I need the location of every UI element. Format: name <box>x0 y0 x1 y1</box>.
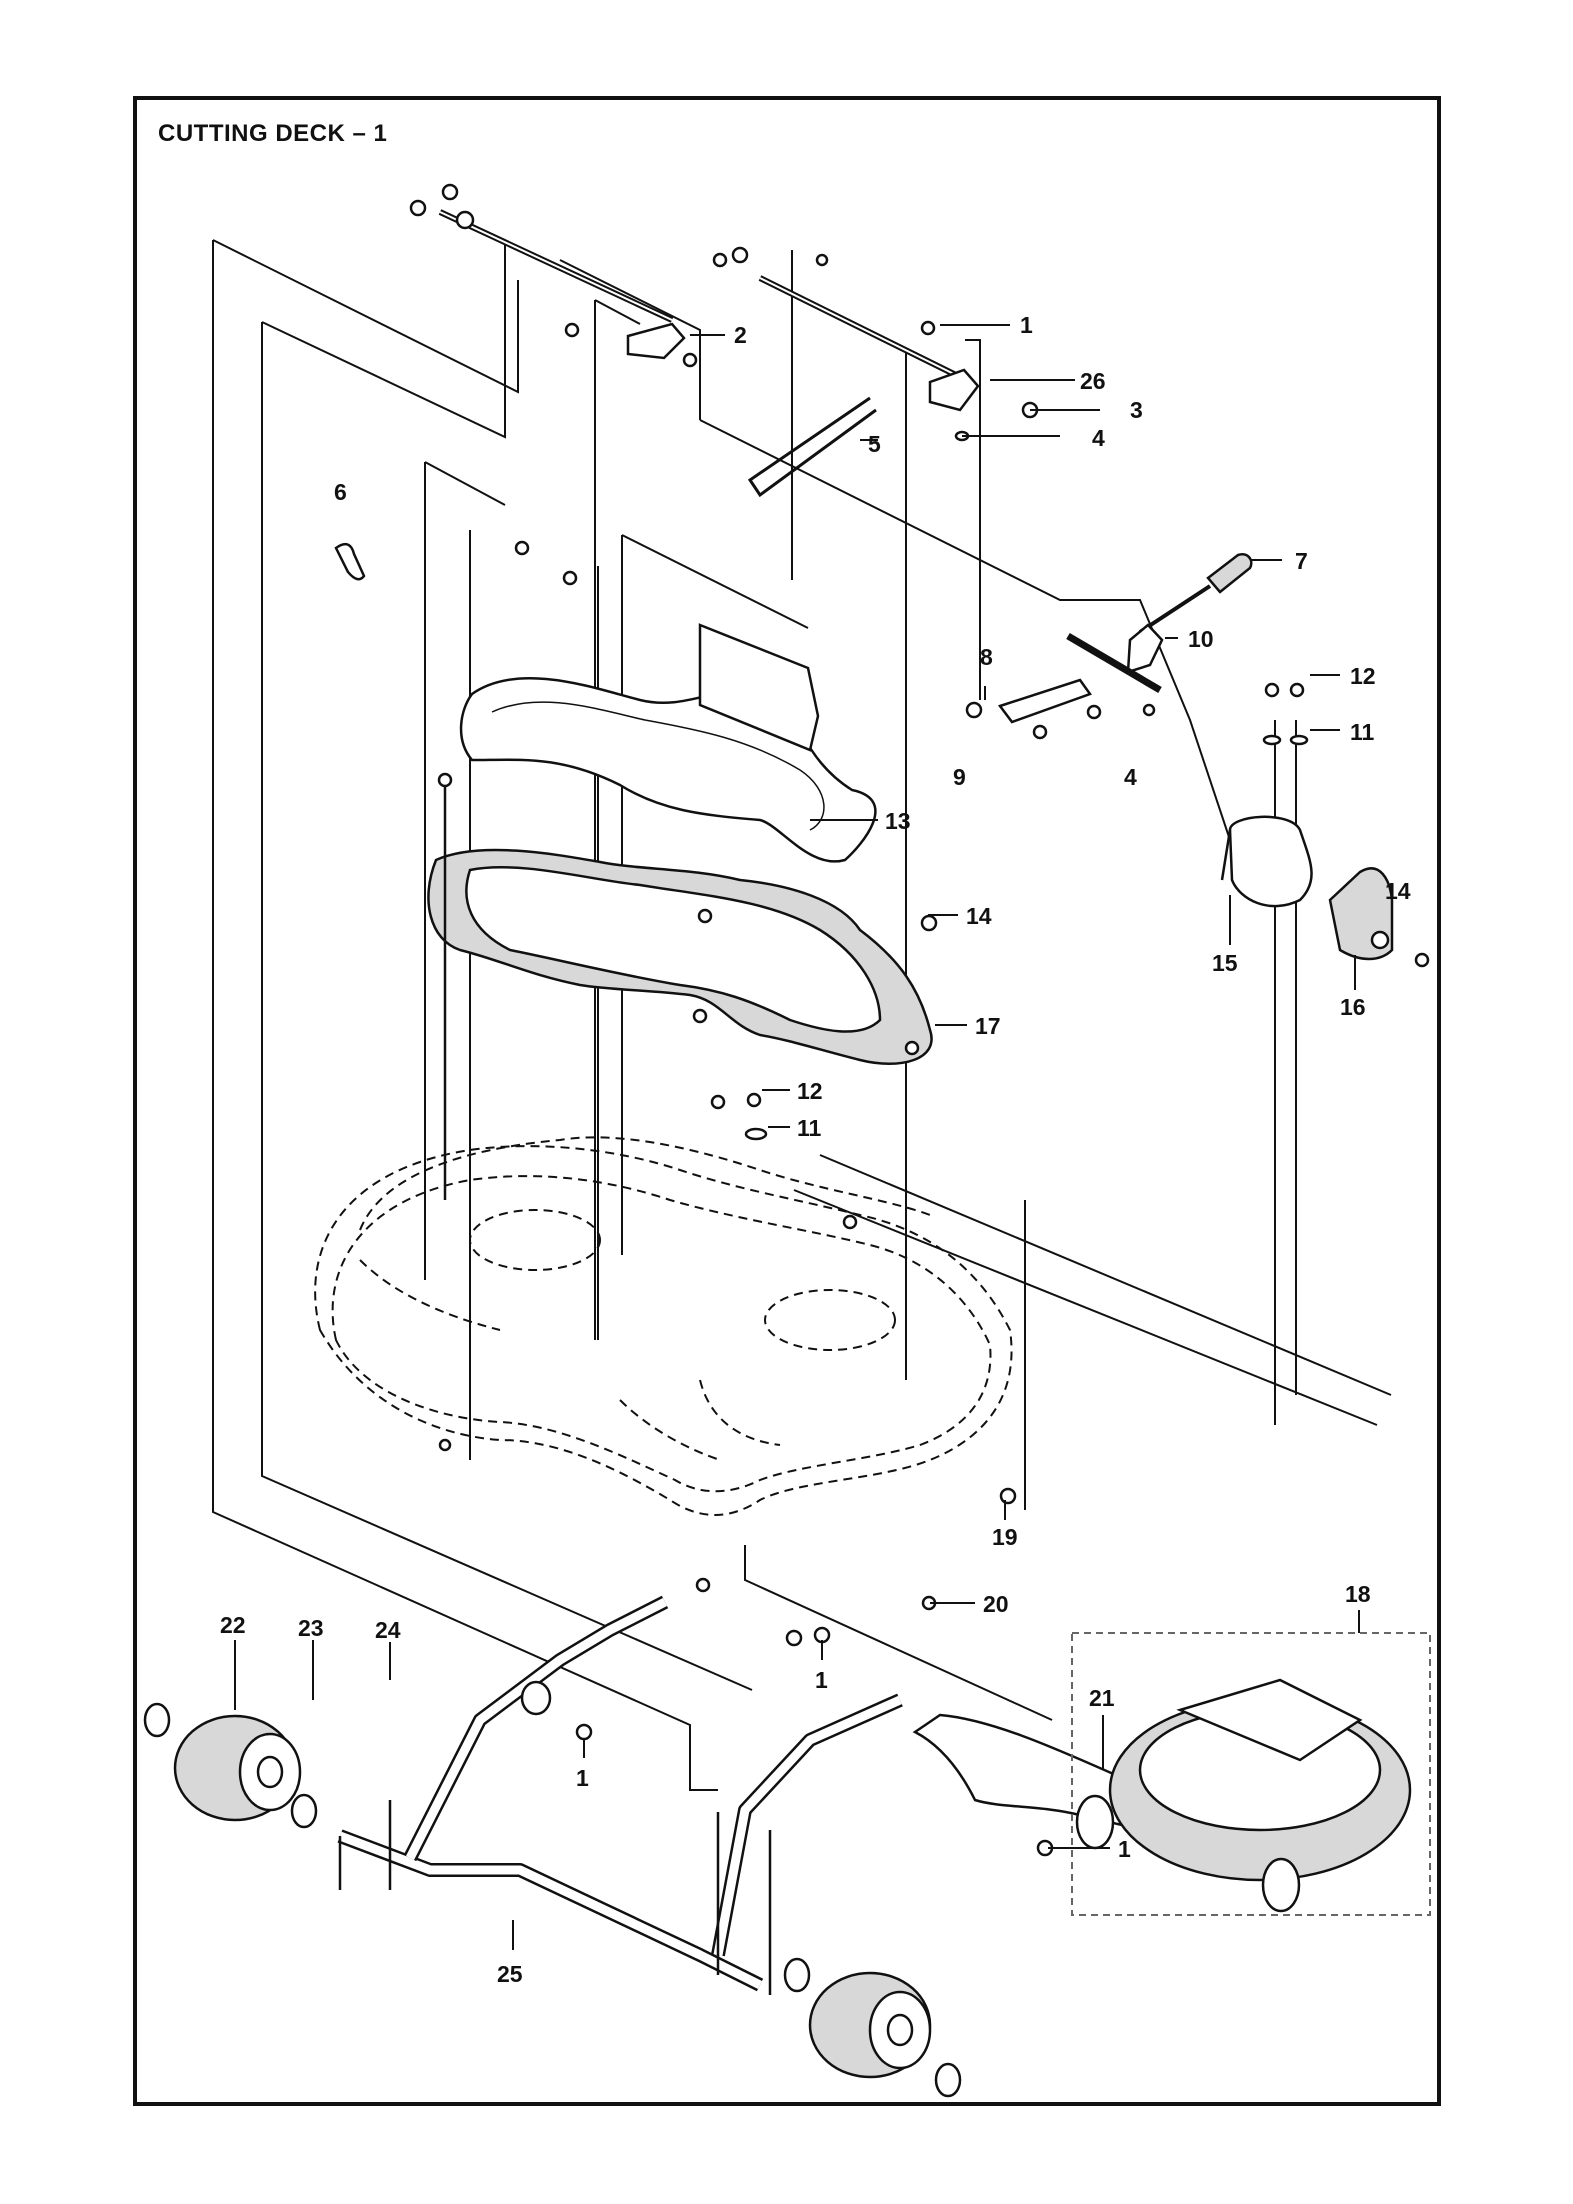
bracket-part-26 <box>928 368 980 412</box>
callout-4: 4 <box>1092 425 1105 451</box>
callout-21: 21 <box>1089 1685 1115 1711</box>
lift-linkage <box>409 183 1039 498</box>
bolt-icon <box>441 183 459 201</box>
bolt-icon <box>409 199 427 217</box>
nut-icon <box>1142 703 1156 717</box>
washer-icon <box>744 1127 768 1141</box>
callout-4: 4 <box>1124 764 1137 790</box>
callout-15: 15 <box>1212 950 1238 976</box>
clip-part-6 <box>334 542 366 581</box>
bracket-part-2 <box>626 322 686 360</box>
callout-11: 11 <box>797 1115 822 1141</box>
nut-icon <box>514 540 530 556</box>
callout-7: 7 <box>1295 548 1308 574</box>
nut-icon <box>842 1214 858 1230</box>
nut-icon <box>697 908 713 924</box>
callout-16: 16 <box>1340 994 1366 1020</box>
bolt-icon <box>437 772 453 788</box>
callout-25: 25 <box>497 1961 523 1987</box>
callout-6: 6 <box>334 479 347 505</box>
nut-icon <box>999 1487 1017 1505</box>
bolt-icon <box>1264 682 1280 698</box>
nut-icon <box>438 1438 452 1452</box>
nut-icon <box>904 1040 920 1056</box>
callout-12: 12 <box>1350 663 1376 689</box>
diagram-frame <box>133 96 1441 2106</box>
lever-bracket-10 <box>1126 623 1164 674</box>
callout-20: 20 <box>983 1591 1009 1617</box>
hardware <box>437 540 1430 1857</box>
bolt-icon <box>455 210 475 230</box>
callout-17: 17 <box>975 1013 1001 1039</box>
bolt-icon <box>731 246 749 264</box>
nut-icon <box>692 1008 708 1024</box>
wheel-icon <box>143 1702 318 1829</box>
callout-labels: 2 1 26 3 4 5 6 7 10 8 12 11 9 4 13 14 14… <box>220 312 1411 1987</box>
height-adjust-mechanism <box>997 553 1394 961</box>
bolt-icon <box>712 252 728 268</box>
nut-icon <box>785 1629 803 1647</box>
callout-8: 8 <box>980 644 993 670</box>
callout-14: 14 <box>966 903 992 929</box>
nut-icon <box>710 1094 726 1110</box>
callout-23: 23 <box>298 1615 324 1641</box>
callout-18: 18 <box>1345 1581 1371 1607</box>
washer-icon <box>1086 704 1102 720</box>
callout-13: 13 <box>885 808 911 834</box>
washer-icon <box>965 701 983 719</box>
callout-2: 2 <box>734 322 747 348</box>
bolt-icon <box>1032 724 1048 740</box>
cutting-deck-outline <box>314 1094 1013 1516</box>
callout-26: 26 <box>1080 368 1106 394</box>
washer-icon <box>1289 734 1309 746</box>
callout-1: 1 <box>1020 312 1033 338</box>
callout-1: 1 <box>815 1667 828 1693</box>
nut-icon <box>1414 952 1430 968</box>
callout-19: 19 <box>992 1524 1018 1550</box>
nut-icon <box>920 914 938 932</box>
callout-3: 3 <box>1130 397 1143 423</box>
lever-knob-7 <box>1206 553 1253 594</box>
nut-icon <box>920 320 936 336</box>
nut-icon <box>695 1577 711 1593</box>
bolt-icon <box>1370 930 1390 950</box>
page-title: CUTTING DECK – 1 <box>158 120 388 147</box>
washer-icon <box>1262 734 1282 746</box>
nut-icon <box>575 1723 593 1741</box>
callout-1: 1 <box>576 1765 589 1791</box>
bolt-icon <box>746 1092 762 1108</box>
callout-14: 14 <box>1385 878 1411 904</box>
callout-12: 12 <box>797 1078 823 1104</box>
bolt-icon <box>682 352 698 368</box>
assembled-deck-inset-18 <box>1071 1632 1431 1916</box>
nut-icon <box>813 1626 831 1644</box>
callout-22: 22 <box>220 1612 246 1638</box>
callout-10: 10 <box>1188 626 1214 652</box>
link-arm-8 <box>997 678 1092 724</box>
belt-cover-13 <box>459 623 877 863</box>
callout-9: 9 <box>953 764 966 790</box>
detent-plate-15 <box>1228 815 1313 908</box>
nut-icon <box>564 322 580 338</box>
belt-cover-17 <box>427 848 933 1065</box>
leader-lines <box>234 324 1360 1950</box>
bolt-icon <box>1289 682 1305 698</box>
callout-11: 11 <box>1350 719 1375 745</box>
nut-icon <box>815 253 829 267</box>
callout-5: 5 <box>868 431 881 457</box>
nut-icon <box>562 570 578 586</box>
callout-1: 1 <box>1118 1836 1131 1862</box>
front-axle-assembly <box>143 1595 962 2098</box>
wheel-icon <box>783 1957 962 2098</box>
callout-24: 24 <box>375 1617 401 1643</box>
